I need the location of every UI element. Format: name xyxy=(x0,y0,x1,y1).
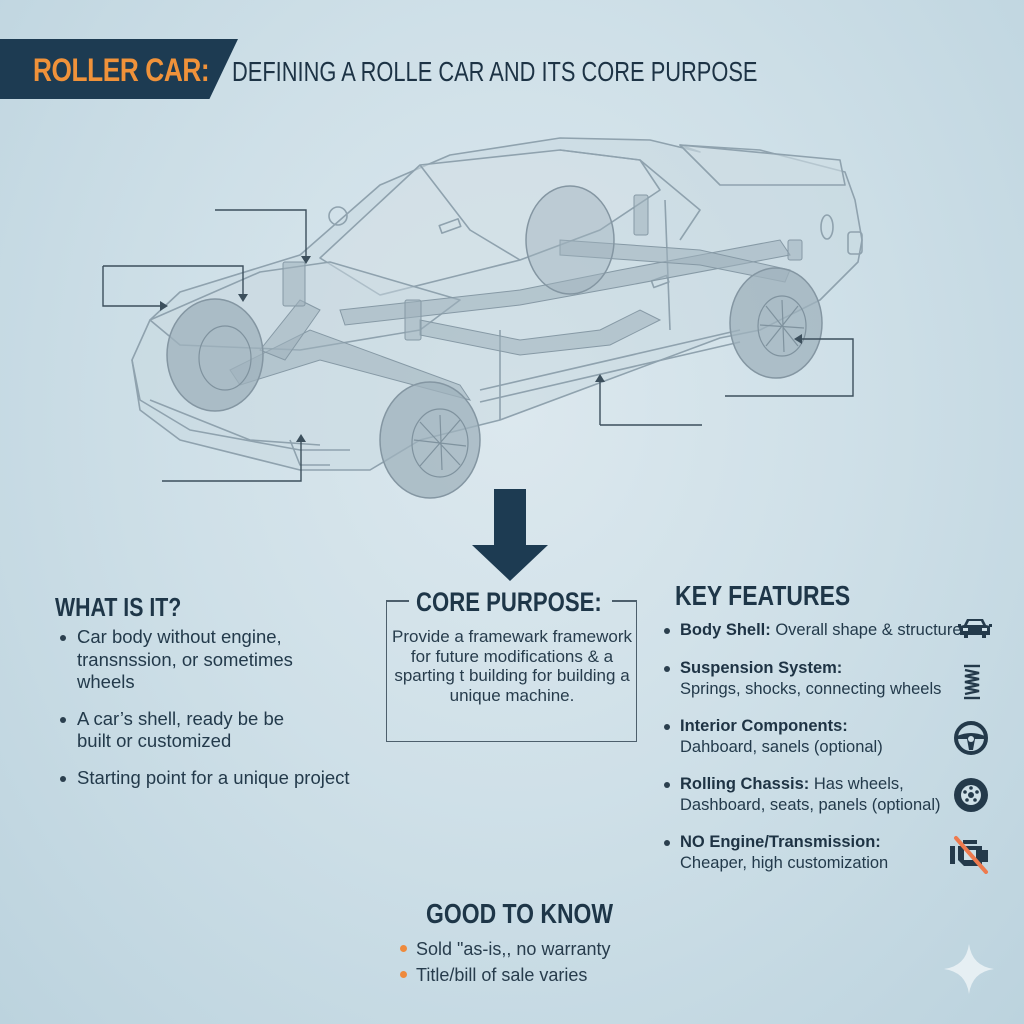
list-item: Car body without engine, transnssion, or… xyxy=(55,626,327,694)
tire-icon xyxy=(954,778,988,812)
list-item: Title/bill of sale varies xyxy=(398,962,610,988)
feature-interior: Interior Components: Dahboard, sanels (op… xyxy=(662,716,980,758)
core-purpose-heading: CORE PURPOSE: xyxy=(416,587,602,617)
feature-label: Body Shell: xyxy=(680,621,771,639)
feature-label: Interior Components: xyxy=(680,717,848,735)
good-to-know-list: Sold "as-is,, no warranty Title/bill of … xyxy=(398,936,610,988)
core-purpose-text: Provide a framewark framework for future… xyxy=(392,627,632,705)
core-purpose-box xyxy=(386,600,637,742)
feature-label: Suspension System: xyxy=(680,659,843,677)
feature-body-shell: Body Shell: Overall shape & structure xyxy=(662,620,980,641)
down-arrow-icon xyxy=(472,489,548,581)
feature-text: Springs, shocks, connecting wheels xyxy=(680,680,942,698)
key-features-heading: KEY FEATURES xyxy=(675,580,851,611)
good-to-know-heading: GOOD TO KNOW xyxy=(426,898,614,929)
car-chassis-illustration xyxy=(102,137,863,499)
car-icon xyxy=(958,619,992,638)
list-item: Sold "as-is,, no warranty xyxy=(398,936,610,962)
title-banner xyxy=(0,39,238,99)
spring-icon xyxy=(964,664,980,700)
page-title: DEFINING A ROLLE CAR AND ITS CORE PURPOS… xyxy=(232,56,758,87)
sparkle-icon xyxy=(944,944,994,994)
what-is-it-list: Car body without engine, transnssion, or… xyxy=(55,626,385,803)
feature-text: Overall shape & structure xyxy=(770,621,962,639)
feature-no-engine: NO Engine/Transmission: Cheaper, high cus… xyxy=(662,832,980,874)
feature-rolling-chassis: Rolling Chassis: Has wheels, Dashboard, … xyxy=(662,774,970,816)
feature-text: Dahboard, sanels (optional) xyxy=(680,738,883,756)
feature-text: Has wheels, Dashboard, seats, panels (op… xyxy=(680,775,941,814)
feature-text: Cheaper, high customization xyxy=(680,854,889,872)
title-accent: ROLLER CAR: xyxy=(33,52,210,88)
steering-wheel-icon xyxy=(954,721,988,755)
list-item: A car’s shell, ready be be built or cust… xyxy=(55,708,287,753)
feature-label: Rolling Chassis: xyxy=(680,775,810,793)
list-item: Starting point for a unique project xyxy=(55,767,385,790)
feature-suspension: Suspension System: Springs, shocks, conne… xyxy=(662,658,980,700)
no-engine-icon xyxy=(950,836,988,874)
feature-label: NO Engine/Transmission: xyxy=(680,833,881,851)
what-is-it-heading: WHAT IS IT? xyxy=(55,592,182,622)
